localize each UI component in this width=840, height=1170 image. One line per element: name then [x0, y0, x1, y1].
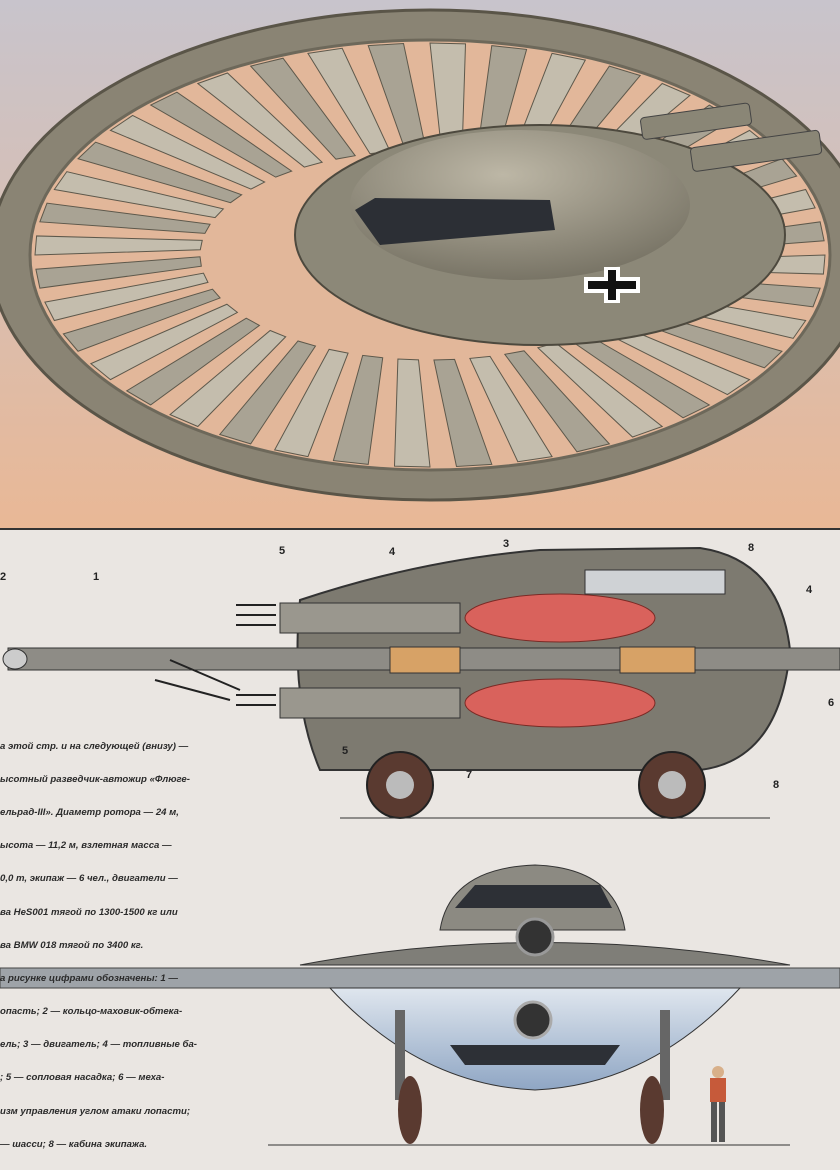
rotor-blade — [53, 171, 225, 219]
cockpit-windows — [355, 198, 555, 245]
rotor-blade — [433, 358, 493, 468]
callout-5: 5 — [342, 745, 349, 757]
callout-4: 4 — [389, 546, 396, 558]
rotor-blade — [503, 350, 611, 453]
rotor-blade — [469, 355, 553, 463]
callout-4: 4 — [806, 584, 813, 596]
caption-line: ысота — 11,2 м, взлетная масса — — [0, 840, 172, 852]
caption-line: 0,0 т, экипаж — 6 чел., двигатели — — [0, 873, 178, 885]
callout-8: 8 — [773, 779, 780, 791]
callout-3: 3 — [503, 538, 510, 550]
rotor-blade — [218, 340, 317, 445]
rotor-blade — [332, 354, 384, 465]
rotor-blades — [34, 42, 826, 468]
side-view — [2, 546, 840, 819]
caption-line: а рисунке цифрами обозначены: 1 — — [0, 972, 178, 984]
rotor-blade — [125, 317, 261, 406]
rotor-blade — [34, 235, 203, 256]
cabin-windows — [584, 569, 726, 595]
wheel — [640, 1076, 664, 1144]
rotor-blade — [249, 57, 357, 160]
callout-8: 8 — [748, 542, 755, 554]
rotor-blade — [35, 256, 202, 289]
wheel — [398, 1076, 422, 1144]
caption-line: ысотный разведчик-автожир «Флюге- — [0, 773, 190, 785]
rotor-blade — [44, 272, 209, 322]
rotor-blade — [89, 303, 239, 381]
balkenkreuz-icon — [584, 267, 640, 303]
rotor-blade — [536, 342, 664, 438]
crew-figure — [710, 1066, 726, 1142]
nozzle-upper — [279, 602, 461, 634]
callout-2: 2 — [0, 571, 7, 583]
caption-line: ; 5 — сопловая насадка; 6 — меха- — [0, 1072, 165, 1084]
engine-lower — [464, 678, 656, 728]
callout-6: 6 — [828, 697, 835, 709]
rotor-top-view — [0, 8, 840, 502]
fuel-tank — [619, 646, 696, 674]
rotor-blade — [149, 91, 293, 178]
rotor-blade — [77, 141, 243, 204]
rotor-blade — [273, 348, 349, 458]
front-view — [0, 864, 840, 1146]
callout-1: 1 — [93, 571, 100, 583]
caption-line: ель; 3 — двигатель; 4 — топливные ба- — [0, 1039, 197, 1051]
rotor-blade — [393, 358, 431, 468]
nozzle-lower — [279, 687, 461, 719]
caption-line: — шасси; 8 — кабина экипажа. — [0, 1138, 148, 1150]
callout-5: 5 — [279, 545, 286, 557]
fuel-tank — [389, 646, 461, 674]
callout-7: 7 — [466, 769, 473, 781]
caption-line: а этой стр. и на следующей (внизу) — — [0, 740, 189, 752]
caption-line: опасть; 2 — кольцо-маховик-обтека- — [0, 1006, 183, 1018]
rotor-blade — [109, 114, 266, 190]
caption-line: ва HeS001 тягой по 1300-1500 кг или — [0, 906, 178, 918]
rotor-blade — [62, 288, 221, 352]
caption-line: ельрад-III». Диаметр ротора — 24 м, — [0, 806, 179, 818]
engine-nacelle — [690, 129, 823, 172]
caption-line: изм управления углом атаки лопасти; — [0, 1105, 191, 1117]
rotor-blade — [39, 202, 211, 234]
engine-nacelle — [640, 102, 752, 140]
rotor-blade — [169, 329, 287, 428]
caption-text: а этой стр. и на следующей (внизу) — ысо… — [0, 722, 272, 1170]
caption-line: ва BMW 018 тягой по 3400 кг. — [0, 939, 144, 951]
rotor-blade — [196, 72, 324, 168]
engine-upper — [464, 593, 656, 643]
